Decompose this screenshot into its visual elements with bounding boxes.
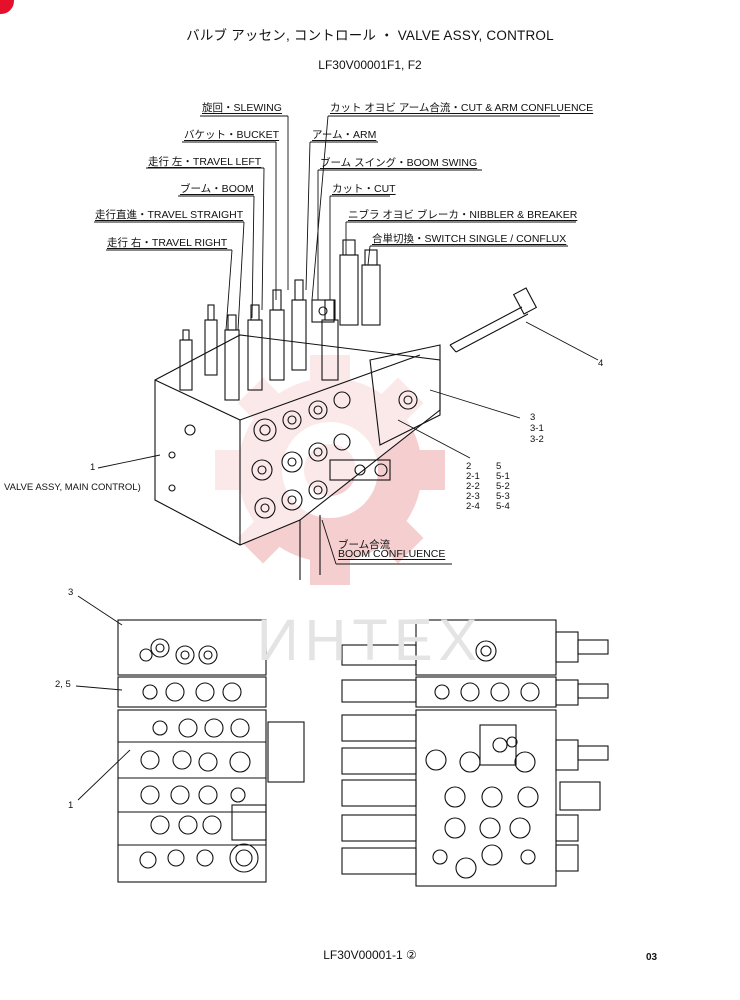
part-number-2-1: 2-1: [466, 471, 480, 482]
callout-slewing: 旋回・SLEWING: [202, 102, 282, 114]
lower-part-number-3: 3: [68, 587, 74, 598]
callout-leader-lines: [94, 115, 599, 565]
lower-left-leaders: [75, 595, 131, 801]
lower-part-number-1: 1: [68, 800, 74, 811]
part-number-3: 3: [530, 412, 536, 423]
part-number-4: 4: [598, 358, 604, 369]
part-number-2-2: 2-2: [466, 481, 480, 492]
lower-part-number-2-5: 2, 5: [55, 679, 71, 690]
part-number-5-1: 5-1: [496, 471, 510, 482]
callout-travel-straight: 走行直進・TRAVEL STRAIGHT: [95, 209, 244, 221]
part-number-5-2: 5-2: [496, 481, 510, 492]
callout-nibbler-breaker: ニブラ オヨビ ブレーカ・NIBBLER & BREAKER: [348, 209, 578, 221]
callout-boom: ブーム・BOOM: [180, 183, 254, 195]
callout-boom-swing: ブーム スイング・BOOM SWING: [320, 157, 478, 169]
page-number: 03: [646, 952, 658, 963]
callout-travel-right: 走行 右・TRAVEL RIGHT: [107, 237, 228, 249]
part-number-2-3: 2-3: [466, 491, 480, 502]
upper-valve-isometric: [154, 239, 538, 580]
lower-rear-view: [341, 619, 609, 887]
part-number-2: 2: [466, 461, 472, 472]
part-number-3-2: 3-2: [530, 434, 544, 445]
callout-cut-arm-confluence: カット オヨビ アーム合流・CUT & ARM CONFLUENCE: [330, 102, 594, 114]
part-number-3-1: 3-1: [530, 423, 544, 434]
callout-boom-confluence-jp: ブーム合流: [338, 539, 391, 551]
drawing-code: LF30V00001-1 ②: [323, 948, 417, 962]
callout-switch-single-conflux: 合単切換・SWITCH SINGLE / CONFLUX: [372, 233, 567, 245]
callout-cut: カット・CUT: [332, 183, 396, 195]
lower-front-view: [117, 619, 305, 883]
part-number-5: 5: [496, 461, 502, 472]
callout-arm: アーム・ARM: [312, 129, 377, 141]
part-number-1: 1: [90, 462, 96, 473]
part-number-2-4: 2-4: [466, 501, 480, 512]
page-title: バルブ アッセン, コントロール ・ VALVE ASSY, CONTROL: [186, 28, 554, 43]
callout-bucket: バケット・BUCKET: [184, 129, 280, 141]
part-number-5-4: 5-4: [496, 501, 510, 512]
part-number-5-3: 5-3: [496, 491, 510, 502]
callout-boom-confluence-en: BOOM CONFLUENCE: [338, 548, 446, 560]
page-subtitle: LF30V00001F1, F2: [318, 58, 422, 72]
watermark-text: ИНТЕХ: [256, 608, 484, 673]
callout-main-control: VALVE ASSY, MAIN CONTROL): [4, 482, 141, 493]
callout-travel-left: 走行 左・TRAVEL LEFT: [148, 156, 262, 168]
